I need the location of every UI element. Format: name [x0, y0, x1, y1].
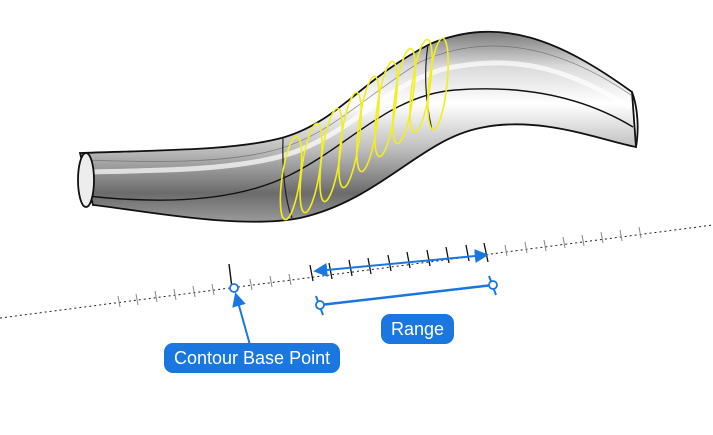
range-bar: [315, 275, 498, 316]
contour-base-point-label: Contour Base Point: [164, 343, 341, 373]
range-label: Range: [381, 314, 455, 344]
range-start-handle[interactable]: [315, 300, 325, 310]
base-point-leader-arrow: [232, 292, 251, 346]
contour-range-ticks: [309, 242, 489, 282]
contour-axis-line: [0, 224, 713, 319]
contour-base-point-marker[interactable]: [229, 283, 239, 293]
range-double-arrow: [313, 249, 489, 277]
contour-curves: [279, 37, 449, 221]
range-end-handle[interactable]: [488, 280, 498, 290]
axis-faint-ticks: [117, 226, 642, 308]
